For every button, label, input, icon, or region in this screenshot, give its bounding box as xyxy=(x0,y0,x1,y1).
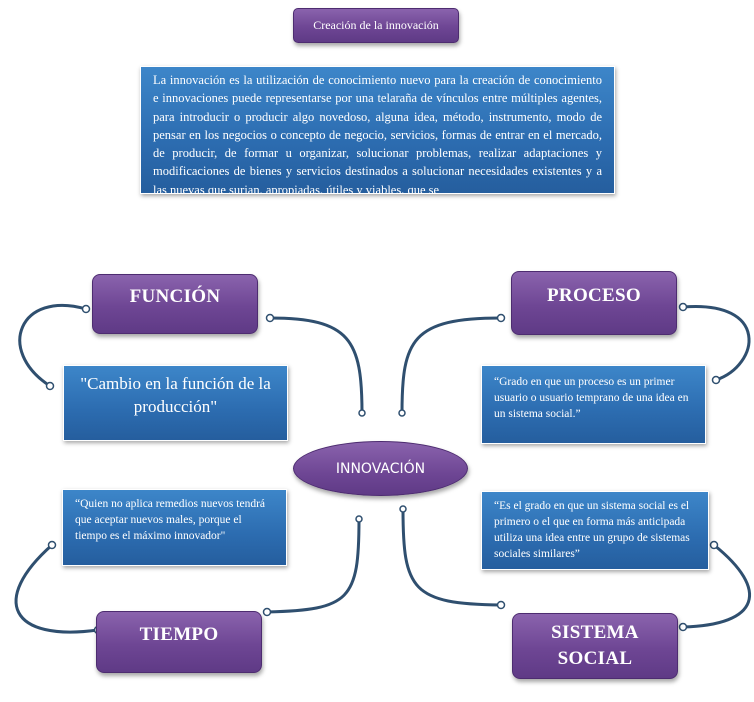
diagram-title-text: Creación de la innovación xyxy=(313,18,439,32)
proceso-quote-box: “Grado en que un proceso es un primer us… xyxy=(481,365,706,444)
node-funcion-label: FUNCIÓN xyxy=(129,286,221,307)
diagram-title: Creación de la innovación xyxy=(293,8,459,43)
connector-center-proceso xyxy=(400,316,503,415)
center-innovacion-label: INNOVACIÓN xyxy=(335,460,426,477)
center-innovacion: INNOVACIÓN xyxy=(293,441,468,496)
node-funcion: FUNCIÓN xyxy=(92,274,258,334)
connector-center-funcion xyxy=(268,316,364,415)
funcion-quote-box: "Cambio en la función de la producción" xyxy=(63,365,288,441)
node-sistema-label: SISTEMA SOCIAL xyxy=(551,622,639,669)
description-text: La innovación es la utilización de conoc… xyxy=(153,73,602,194)
description-box: La innovación es la utilización de conoc… xyxy=(140,66,615,194)
connector-center-sistema xyxy=(401,507,503,607)
tiempo-quote-box: “Quien no aplica remedios nuevos tendrá … xyxy=(62,489,287,566)
node-proceso: PROCESO xyxy=(511,271,677,335)
sistema-quote-text: “Es el grado en que un sistema social es… xyxy=(494,500,690,560)
connector-proceso-quote xyxy=(681,305,751,382)
node-tiempo: TIEMPO xyxy=(96,611,262,673)
connector-sistema-quote xyxy=(681,543,752,629)
node-tiempo-label: TIEMPO xyxy=(139,624,219,645)
node-sistema-social: SISTEMA SOCIAL xyxy=(512,613,678,679)
tiempo-quote-text: “Quien no aplica remedios nuevos tendrá … xyxy=(75,498,266,542)
connector-tiempo-quote xyxy=(14,543,100,634)
connector-center-tiempo xyxy=(265,517,361,614)
proceso-quote-text: “Grado en que un proceso es un primer us… xyxy=(494,376,689,420)
node-proceso-label: PROCESO xyxy=(547,285,641,306)
connector-funcion-quote xyxy=(18,303,88,388)
sistema-quote-box: “Es el grado en que un sistema social es… xyxy=(481,491,709,570)
funcion-quote-text: "Cambio en la función de la producción" xyxy=(80,374,271,416)
